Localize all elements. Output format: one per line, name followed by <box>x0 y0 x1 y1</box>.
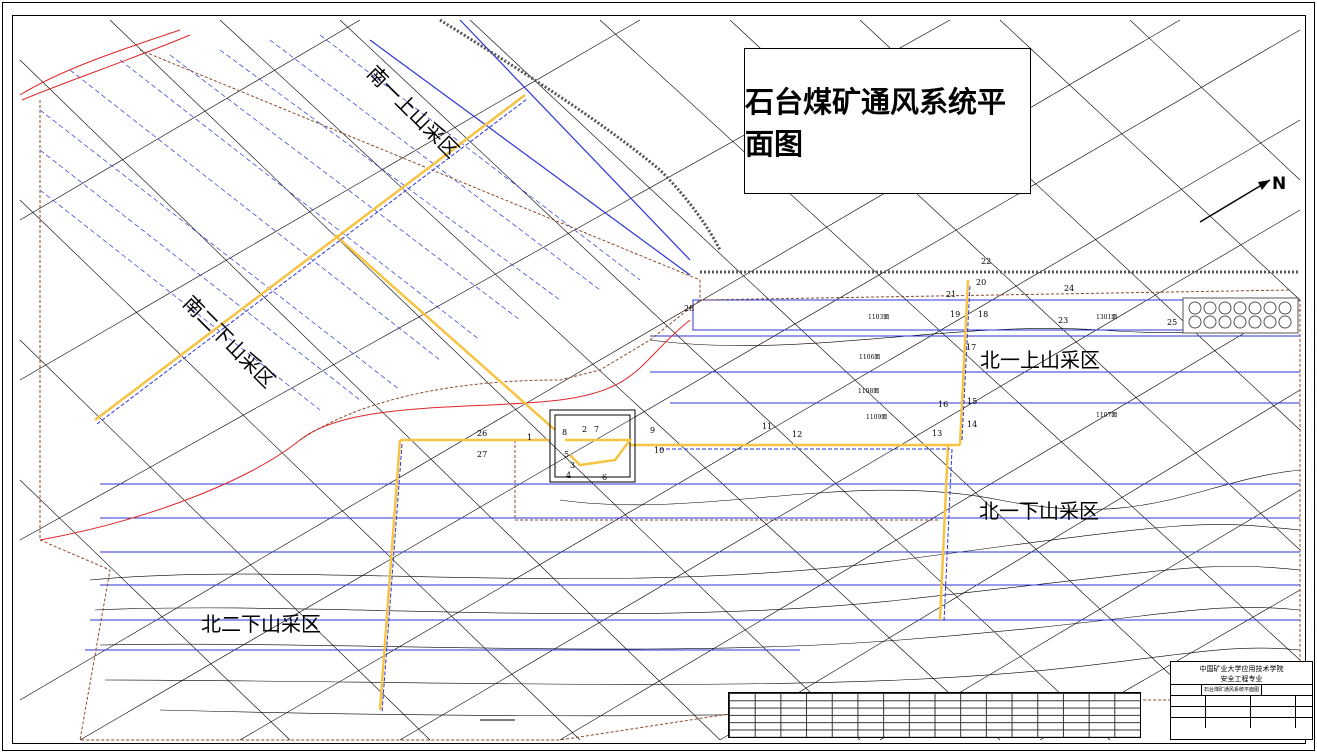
shaft-zone <box>549 409 636 483</box>
node-label: 25 <box>1167 318 1178 327</box>
node-label: 5 <box>564 450 570 459</box>
goaf-block <box>1182 297 1299 334</box>
node-label: 15 <box>967 397 978 406</box>
south-panel-lines <box>39 34 641 411</box>
node-label: 12 <box>792 430 803 439</box>
node-label: 4 <box>566 471 572 480</box>
node-label: 28 <box>684 304 695 313</box>
drawing-name-row: 石台煤矿通风系统平面图 <box>1171 684 1312 695</box>
node-label: 1 <box>527 433 533 442</box>
panel-label: 1301面 <box>1096 314 1118 321</box>
title-box: 石台煤矿通风系统平面图 <box>744 48 1031 194</box>
title-block: 中国矿业大学应用技术学院 安全工程专业 石台煤矿通风系统平面图 <box>1170 661 1313 740</box>
north-label: N <box>1272 174 1287 194</box>
north-arrow-icon <box>1199 179 1271 223</box>
info-row <box>1171 706 1312 717</box>
zone-north-one-upper: 北一上山采区 <box>980 348 1100 372</box>
node-label: 14 <box>967 420 978 429</box>
return-airways <box>96 98 971 713</box>
node-label: 3 <box>570 461 576 470</box>
zone-north-two-lower: 北二下山采区 <box>201 612 321 636</box>
panel-label: 1107面 <box>1096 412 1118 419</box>
node-label: 22 <box>981 257 992 266</box>
node-label: 17 <box>966 343 977 352</box>
node-label: 16 <box>938 400 949 409</box>
info-row <box>1171 717 1312 728</box>
node-label: 8 <box>562 428 568 437</box>
boundary-lines <box>19 29 691 541</box>
north-panel-lines <box>85 19 1300 651</box>
drawing-title: 石台煤矿通风系统平面图 <box>745 85 1007 161</box>
node-label: 7 <box>594 425 600 434</box>
panel-label: 1109面 <box>866 414 888 421</box>
zone-north-one-lower: 北一下山采区 <box>979 499 1099 523</box>
intake-airways <box>94 94 970 711</box>
panel-label: 1103面 <box>868 314 890 321</box>
institution-name: 中国矿业大学应用技术学院 <box>1199 665 1284 673</box>
node-label: 20 <box>976 278 987 287</box>
node-label: 11 <box>762 422 773 431</box>
node-label: 19 <box>950 310 961 319</box>
legend-grid <box>729 693 1140 737</box>
node-label: 26 <box>477 429 488 438</box>
panel-label: 1108面 <box>858 388 880 395</box>
node-label: 24 <box>1064 284 1075 293</box>
info-row <box>1171 695 1312 706</box>
node-label: 23 <box>1058 316 1069 325</box>
node-label: 6 <box>602 473 608 482</box>
node-label: 10 <box>654 446 665 455</box>
fault-hatching <box>439 18 1300 274</box>
drawing-name-cell: 石台煤矿通风系统平面图 <box>1201 685 1263 695</box>
node-label: 27 <box>477 450 488 459</box>
node-label: 2 <box>582 425 588 434</box>
panel-label: 1106面 <box>859 354 881 361</box>
node-label: 18 <box>978 310 989 319</box>
node-label: 9 <box>650 426 656 435</box>
node-label: 13 <box>932 429 943 438</box>
legend-table <box>728 692 1141 738</box>
department-name: 安全工程专业 <box>1220 675 1263 683</box>
node-label: 21 <box>946 290 957 299</box>
